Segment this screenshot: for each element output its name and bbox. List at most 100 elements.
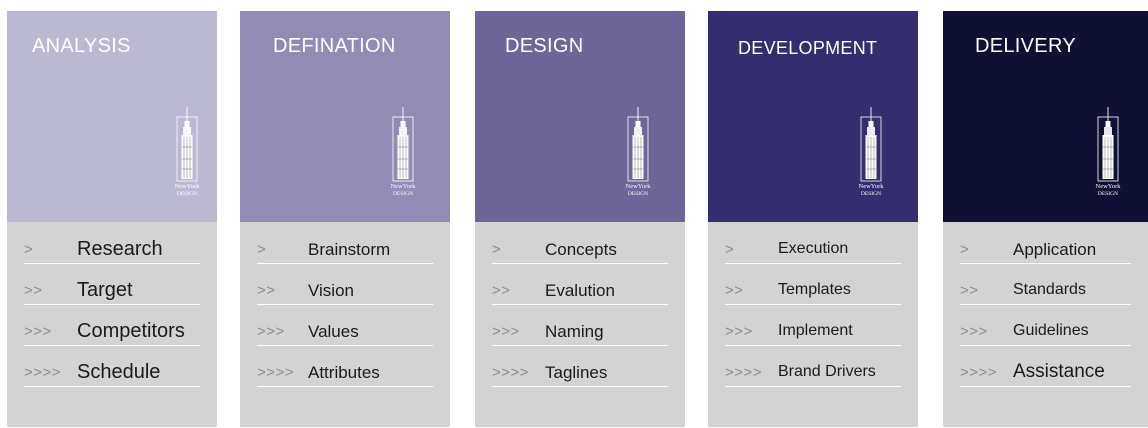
phase-title: DESIGN xyxy=(505,35,584,57)
arrow-marker: >> xyxy=(257,282,276,299)
list-item: >>> Values xyxy=(240,314,450,352)
list-item: >>>> Assistance xyxy=(943,355,1148,393)
phase-column-design: DESIGN NewYork DESIGN > Concepts >> Eval… xyxy=(475,11,685,427)
divider xyxy=(725,386,901,387)
divider xyxy=(492,263,668,264)
divider xyxy=(24,386,200,387)
arrow-marker: > xyxy=(257,241,267,258)
item-label: Taglines xyxy=(545,363,608,382)
phase-column-analysis: ANALYSIS NewYork DESIGN > Research >> Ta… xyxy=(7,11,217,427)
list-item: >>>> Brand Drivers xyxy=(708,355,918,393)
phase-header: ANALYSIS NewYork DESIGN xyxy=(7,11,217,222)
arrow-marker: >> xyxy=(492,282,511,299)
arrow-marker: >> xyxy=(24,282,43,299)
svg-text:NewYork: NewYork xyxy=(391,183,417,190)
item-label: Implement xyxy=(778,322,853,339)
arrow-marker: > xyxy=(24,241,34,258)
divider xyxy=(24,345,200,346)
phase-header: DELIVERY NewYork DESIGN xyxy=(943,11,1148,222)
building-logo-icon: NewYork DESIGN xyxy=(172,107,202,197)
building-logo-icon: NewYork DESIGN xyxy=(856,107,886,197)
item-label: Schedule xyxy=(77,361,161,383)
svg-text:DESIGN: DESIGN xyxy=(861,191,881,197)
arrow-marker: >> xyxy=(725,282,744,299)
arrow-marker: >>>> xyxy=(960,364,998,381)
divider xyxy=(24,263,200,264)
item-label: Guidelines xyxy=(1013,322,1089,339)
arrow-marker: > xyxy=(725,241,735,258)
svg-text:NewYork: NewYork xyxy=(175,183,201,190)
divider xyxy=(257,386,433,387)
item-label: Templates xyxy=(778,281,851,298)
list-item: > Brainstorm xyxy=(240,232,450,270)
list-item: >>> Competitors xyxy=(7,314,217,352)
arrow-marker: >>> xyxy=(960,323,988,340)
phase-column-delivery: DELIVERY NewYork DESIGN > Application >>… xyxy=(943,11,1148,427)
divider xyxy=(960,263,1131,264)
arrow-marker: >>>> xyxy=(24,364,62,381)
item-label: Concepts xyxy=(545,240,617,259)
arrow-marker: >>> xyxy=(24,323,52,340)
list-item: >>>> Attributes xyxy=(240,355,450,393)
svg-text:NewYork: NewYork xyxy=(859,183,885,190)
item-label: Research xyxy=(77,238,163,260)
list-item: > Application xyxy=(943,232,1148,270)
divider xyxy=(257,345,433,346)
svg-text:DESIGN: DESIGN xyxy=(393,191,413,197)
phase-title: ANALYSIS xyxy=(32,35,131,57)
divider xyxy=(257,304,433,305)
list-item: >> Target xyxy=(7,273,217,311)
phase-header: DEFINATION NewYork DESIGN xyxy=(240,11,450,222)
svg-text:DESIGN: DESIGN xyxy=(628,191,648,197)
phase-header: DEVELOPMENT NewYork DESIGN xyxy=(708,11,918,222)
arrow-marker: > xyxy=(960,241,970,258)
item-label: Competitors xyxy=(77,320,185,342)
list-item: >> Standards xyxy=(943,273,1148,311)
phase-title: DEVELOPMENT xyxy=(738,38,878,58)
item-label: Execution xyxy=(778,240,849,257)
list-item: >> Vision xyxy=(240,273,450,311)
list-item: >>>> Schedule xyxy=(7,355,217,393)
divider xyxy=(960,345,1131,346)
phase-title: DELIVERY xyxy=(975,35,1076,57)
phase-header: DESIGN NewYork DESIGN xyxy=(475,11,685,222)
list-item: > Concepts xyxy=(475,232,685,270)
divider xyxy=(725,263,901,264)
item-label: Assistance xyxy=(1013,361,1105,382)
item-label: Values xyxy=(308,322,359,341)
svg-text:NewYork: NewYork xyxy=(1096,183,1122,190)
item-label: Brainstorm xyxy=(308,240,391,259)
list-item: > Research xyxy=(7,232,217,270)
item-label: Attributes xyxy=(308,363,380,382)
arrow-marker: >>> xyxy=(492,323,520,340)
svg-text:DESIGN: DESIGN xyxy=(177,191,197,197)
list-item: >>> Naming xyxy=(475,314,685,352)
divider xyxy=(492,386,668,387)
phase-column-defination: DEFINATION NewYork DESIGN > Brainstorm >… xyxy=(240,11,450,427)
building-logo-icon: NewYork DESIGN xyxy=(623,107,653,197)
arrow-marker: >>>> xyxy=(257,364,295,381)
list-item: >>> Guidelines xyxy=(943,314,1148,352)
arrow-marker: >>> xyxy=(725,323,753,340)
item-label: Vision xyxy=(308,281,354,300)
divider xyxy=(492,345,668,346)
item-label: Standards xyxy=(1013,281,1086,298)
svg-text:NewYork: NewYork xyxy=(626,183,652,190)
item-label: Naming xyxy=(545,322,604,341)
list-item: > Execution xyxy=(708,232,918,270)
divider xyxy=(725,304,901,305)
svg-text:DESIGN: DESIGN xyxy=(1098,191,1118,197)
divider xyxy=(960,304,1131,305)
divider xyxy=(960,386,1131,387)
item-label: Application xyxy=(1013,240,1097,259)
arrow-marker: >> xyxy=(960,282,979,299)
list-item: >>>> Taglines xyxy=(475,355,685,393)
arrow-marker: >>> xyxy=(257,323,285,340)
phase-column-development: DEVELOPMENT NewYork DESIGN > Execution >… xyxy=(708,11,918,427)
divider xyxy=(24,304,200,305)
arrow-marker: > xyxy=(492,241,502,258)
arrow-marker: >>>> xyxy=(725,364,763,381)
item-label: Target xyxy=(77,279,133,301)
list-item: >> Evalution xyxy=(475,273,685,311)
building-logo-icon: NewYork DESIGN xyxy=(1093,107,1123,197)
